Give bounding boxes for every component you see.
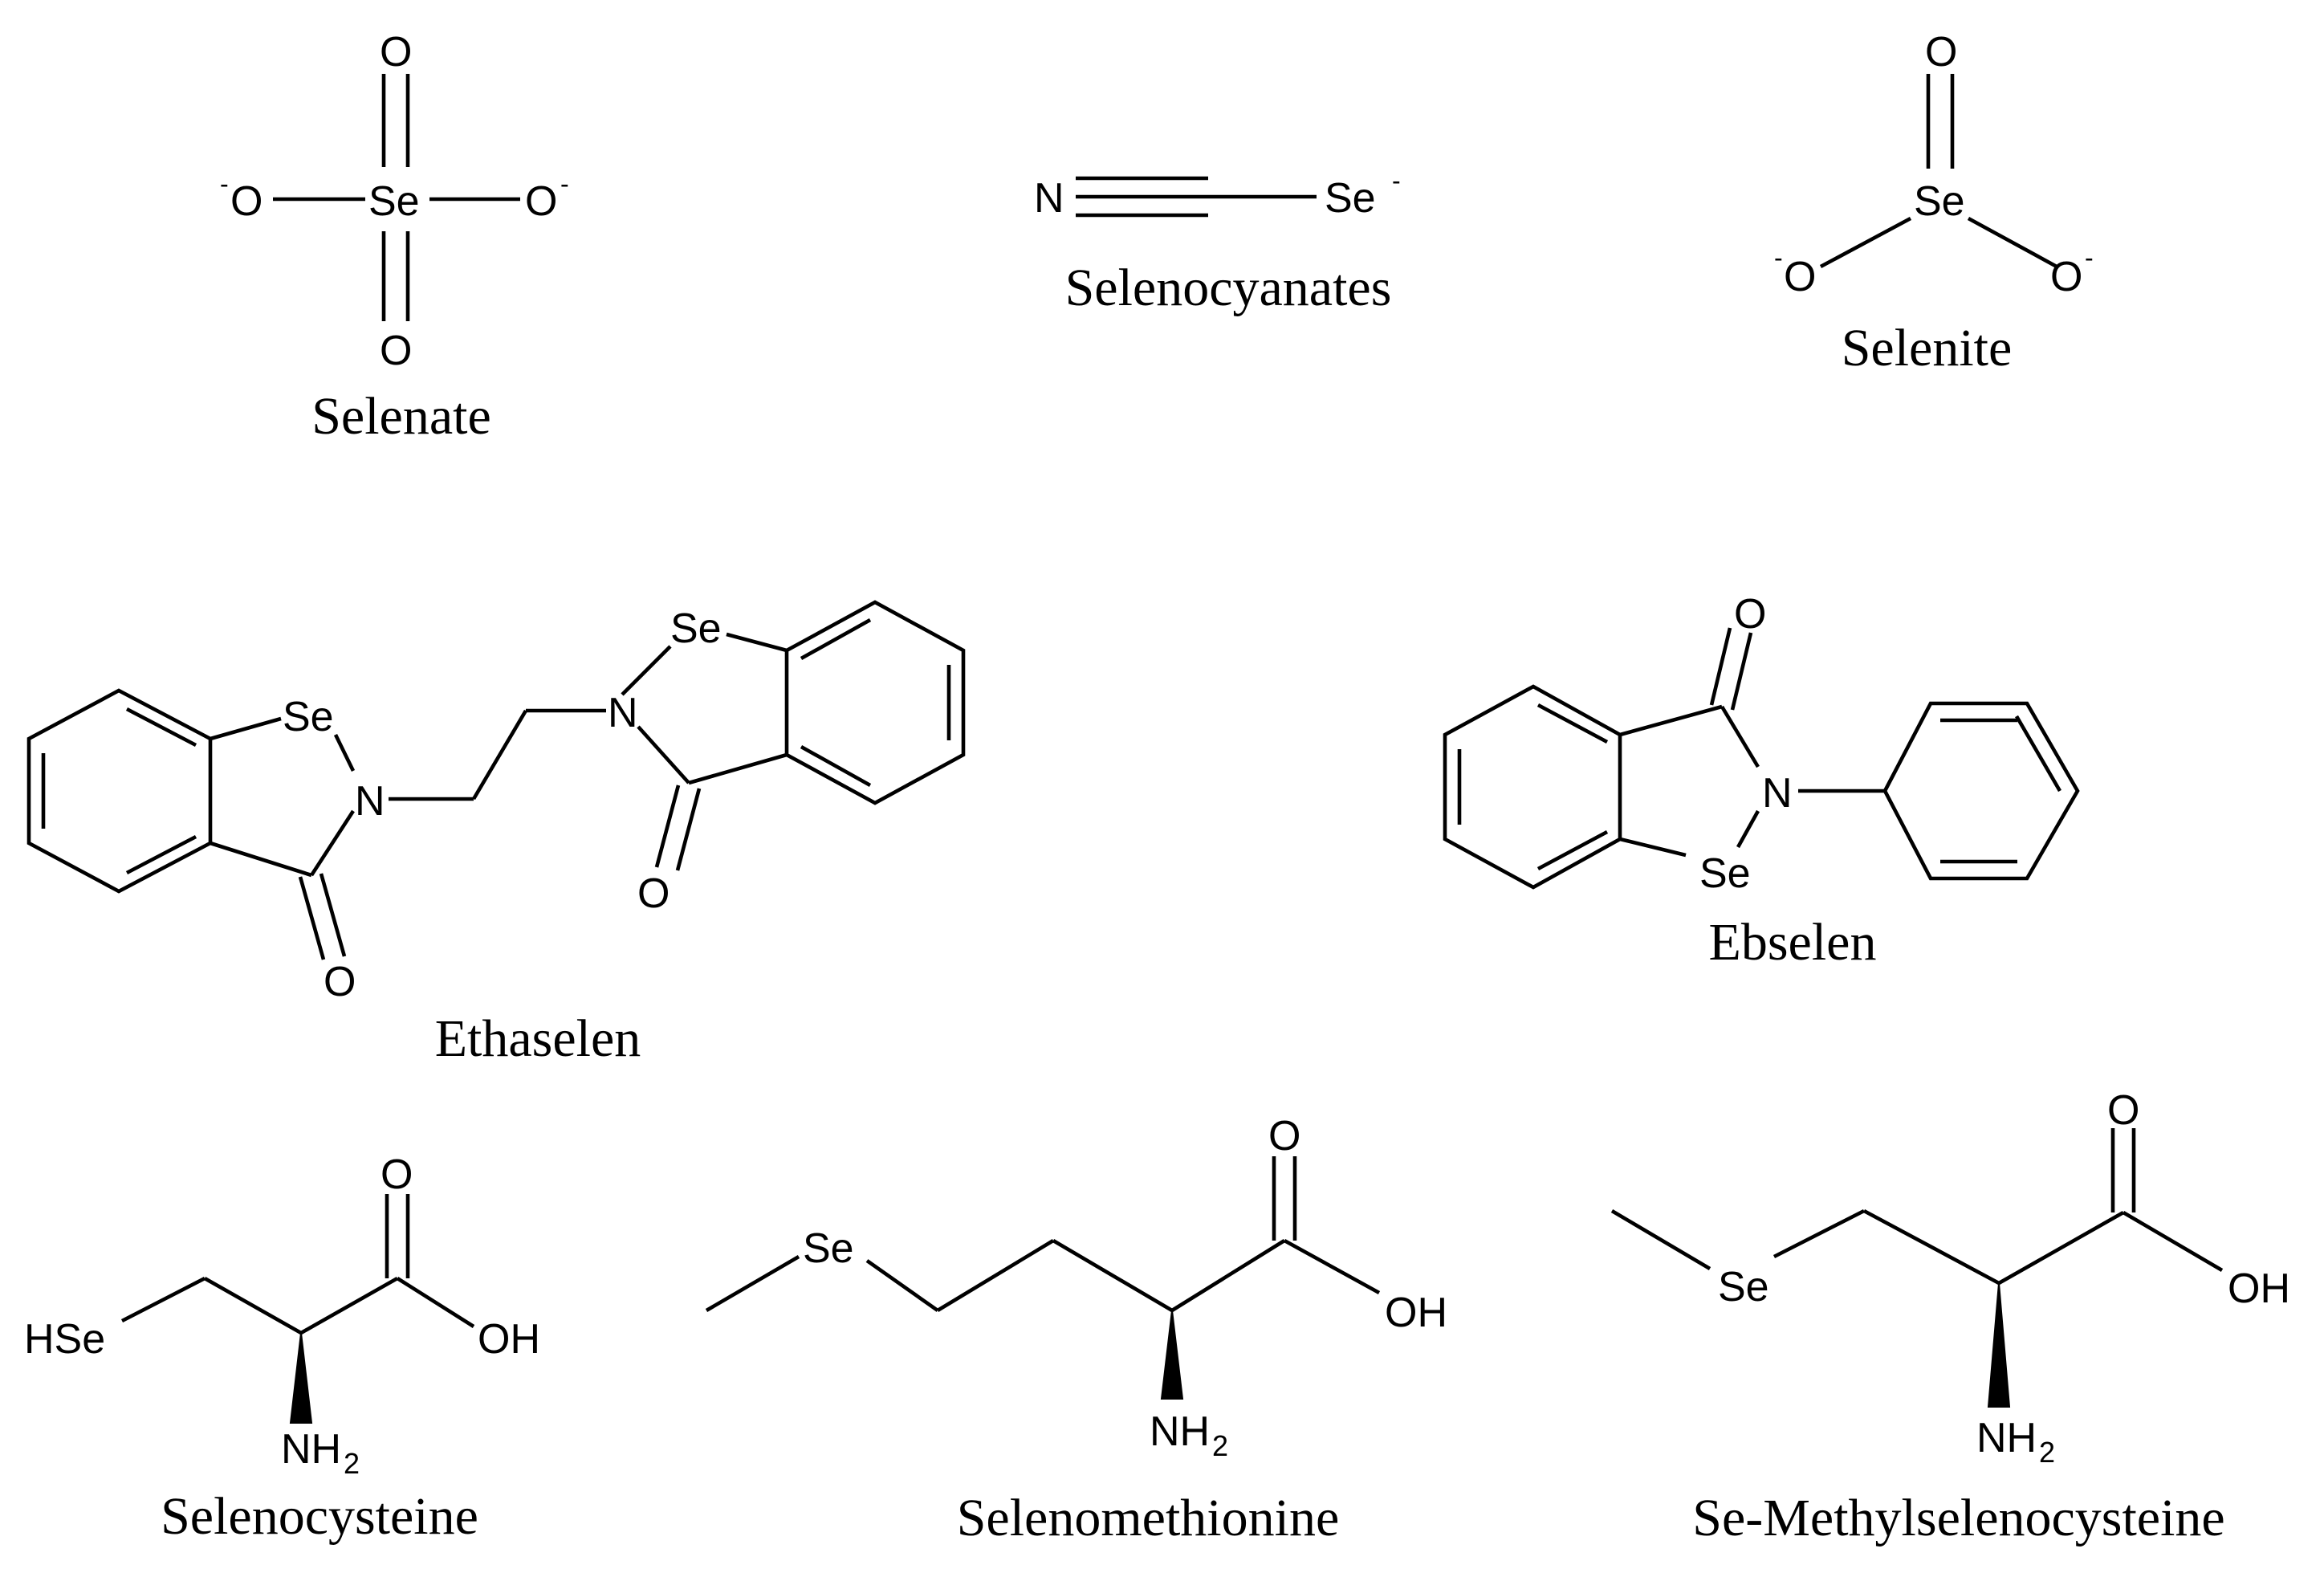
ebselen-n: N — [1762, 770, 1793, 817]
selenomethionine-oh: OH — [1385, 1290, 1447, 1336]
ethaselen-o-right: O — [637, 870, 670, 917]
ethaselen-n-right: N — [608, 690, 638, 736]
selenate-o-bottom: O — [380, 328, 412, 374]
selenate-charge-left: - — [220, 169, 229, 198]
selenite-se: Se — [1914, 178, 1965, 225]
selenate-structure: O Se O - O O - — [220, 29, 569, 374]
ethaselen-o-left: O — [324, 959, 356, 1005]
selenomethionine-wedge-bond — [1160, 1310, 1184, 1400]
selenite-name: Selenite — [1842, 319, 2013, 377]
methylselenocysteine-structure: Se O OH NH 2 — [1610, 1087, 2290, 1469]
selenocysteine-wedge-bond — [289, 1332, 313, 1424]
ebselen-o: O — [1734, 591, 1766, 638]
methylselenocysteine-wedge-bond — [1987, 1282, 2011, 1408]
selenomethionine-o: O — [1268, 1113, 1300, 1159]
selenocysteine-nh: NH — [281, 1426, 341, 1473]
selenocysteine-o: O — [381, 1151, 413, 1198]
selenocysteine-hse: HSe — [24, 1316, 105, 1363]
selenocysteine-name: Selenocysteine — [161, 1487, 478, 1546]
methylselenocysteine-nh: NH — [1976, 1415, 2037, 1461]
methylselenocysteine-name: Se-Methylselenocysteine — [1692, 1489, 2224, 1547]
ebselen-se: Se — [1699, 850, 1751, 897]
methylselenocysteine-o: O — [2107, 1087, 2139, 1134]
selenomethionine-name: Selenomethionine — [957, 1489, 1340, 1547]
selenomethionine-nh: NH — [1150, 1408, 1210, 1455]
ethaselen-n-left: N — [355, 778, 385, 825]
selenocyanates-structure: N Se - — [1034, 166, 1401, 222]
ethaselen-structure: Se N O Se N O — [26, 600, 966, 1005]
selenate-o-top: O — [380, 29, 412, 75]
selenite-structure: O Se - O O - — [1774, 29, 2094, 300]
selenate-se: Se — [368, 178, 420, 225]
ethaselen-se-right: Se — [670, 605, 722, 652]
selenomethionine-nh-subscript: 2 — [1212, 1429, 1228, 1462]
methylselenocysteine-se: Se — [1718, 1264, 1769, 1310]
ebselen-structure: O N Se — [1443, 591, 2080, 897]
methylselenocysteine-nh-subscript: 2 — [2039, 1436, 2055, 1469]
selenate-charge-right: - — [560, 169, 569, 198]
selenite-charge-left: - — [1774, 243, 1783, 272]
ebselen-name: Ebselen — [1709, 913, 1877, 972]
selenomethionine-structure: Se O OH NH 2 — [705, 1113, 1447, 1462]
selenite-o-left: O — [1784, 254, 1816, 300]
selenate-o-left: O — [230, 178, 263, 225]
selenite-o-top: O — [1925, 29, 1957, 75]
selenocysteine-oh: OH — [478, 1316, 540, 1363]
selenocysteine-structure: HSe O OH NH 2 — [24, 1151, 540, 1480]
selenocyanates-n: N — [1034, 175, 1064, 222]
selenate-o-right: O — [525, 178, 557, 225]
selenate-name: Selenate — [311, 387, 491, 446]
ethaselen-se-left: Se — [283, 694, 334, 740]
selenocysteine-nh-subscript: 2 — [344, 1447, 360, 1480]
selenite-o-right: O — [2050, 254, 2082, 300]
methylselenocysteine-oh: OH — [2228, 1265, 2290, 1312]
selenocyanates-name: Selenocyanates — [1065, 259, 1392, 317]
ethaselen-name: Ethaselen — [435, 1009, 641, 1068]
selenite-charge-right: - — [2085, 243, 2094, 272]
selenomethionine-se: Se — [803, 1225, 854, 1272]
selenocyanates-charge: - — [1392, 166, 1401, 195]
selenocyanates-se: Se — [1325, 175, 1376, 222]
